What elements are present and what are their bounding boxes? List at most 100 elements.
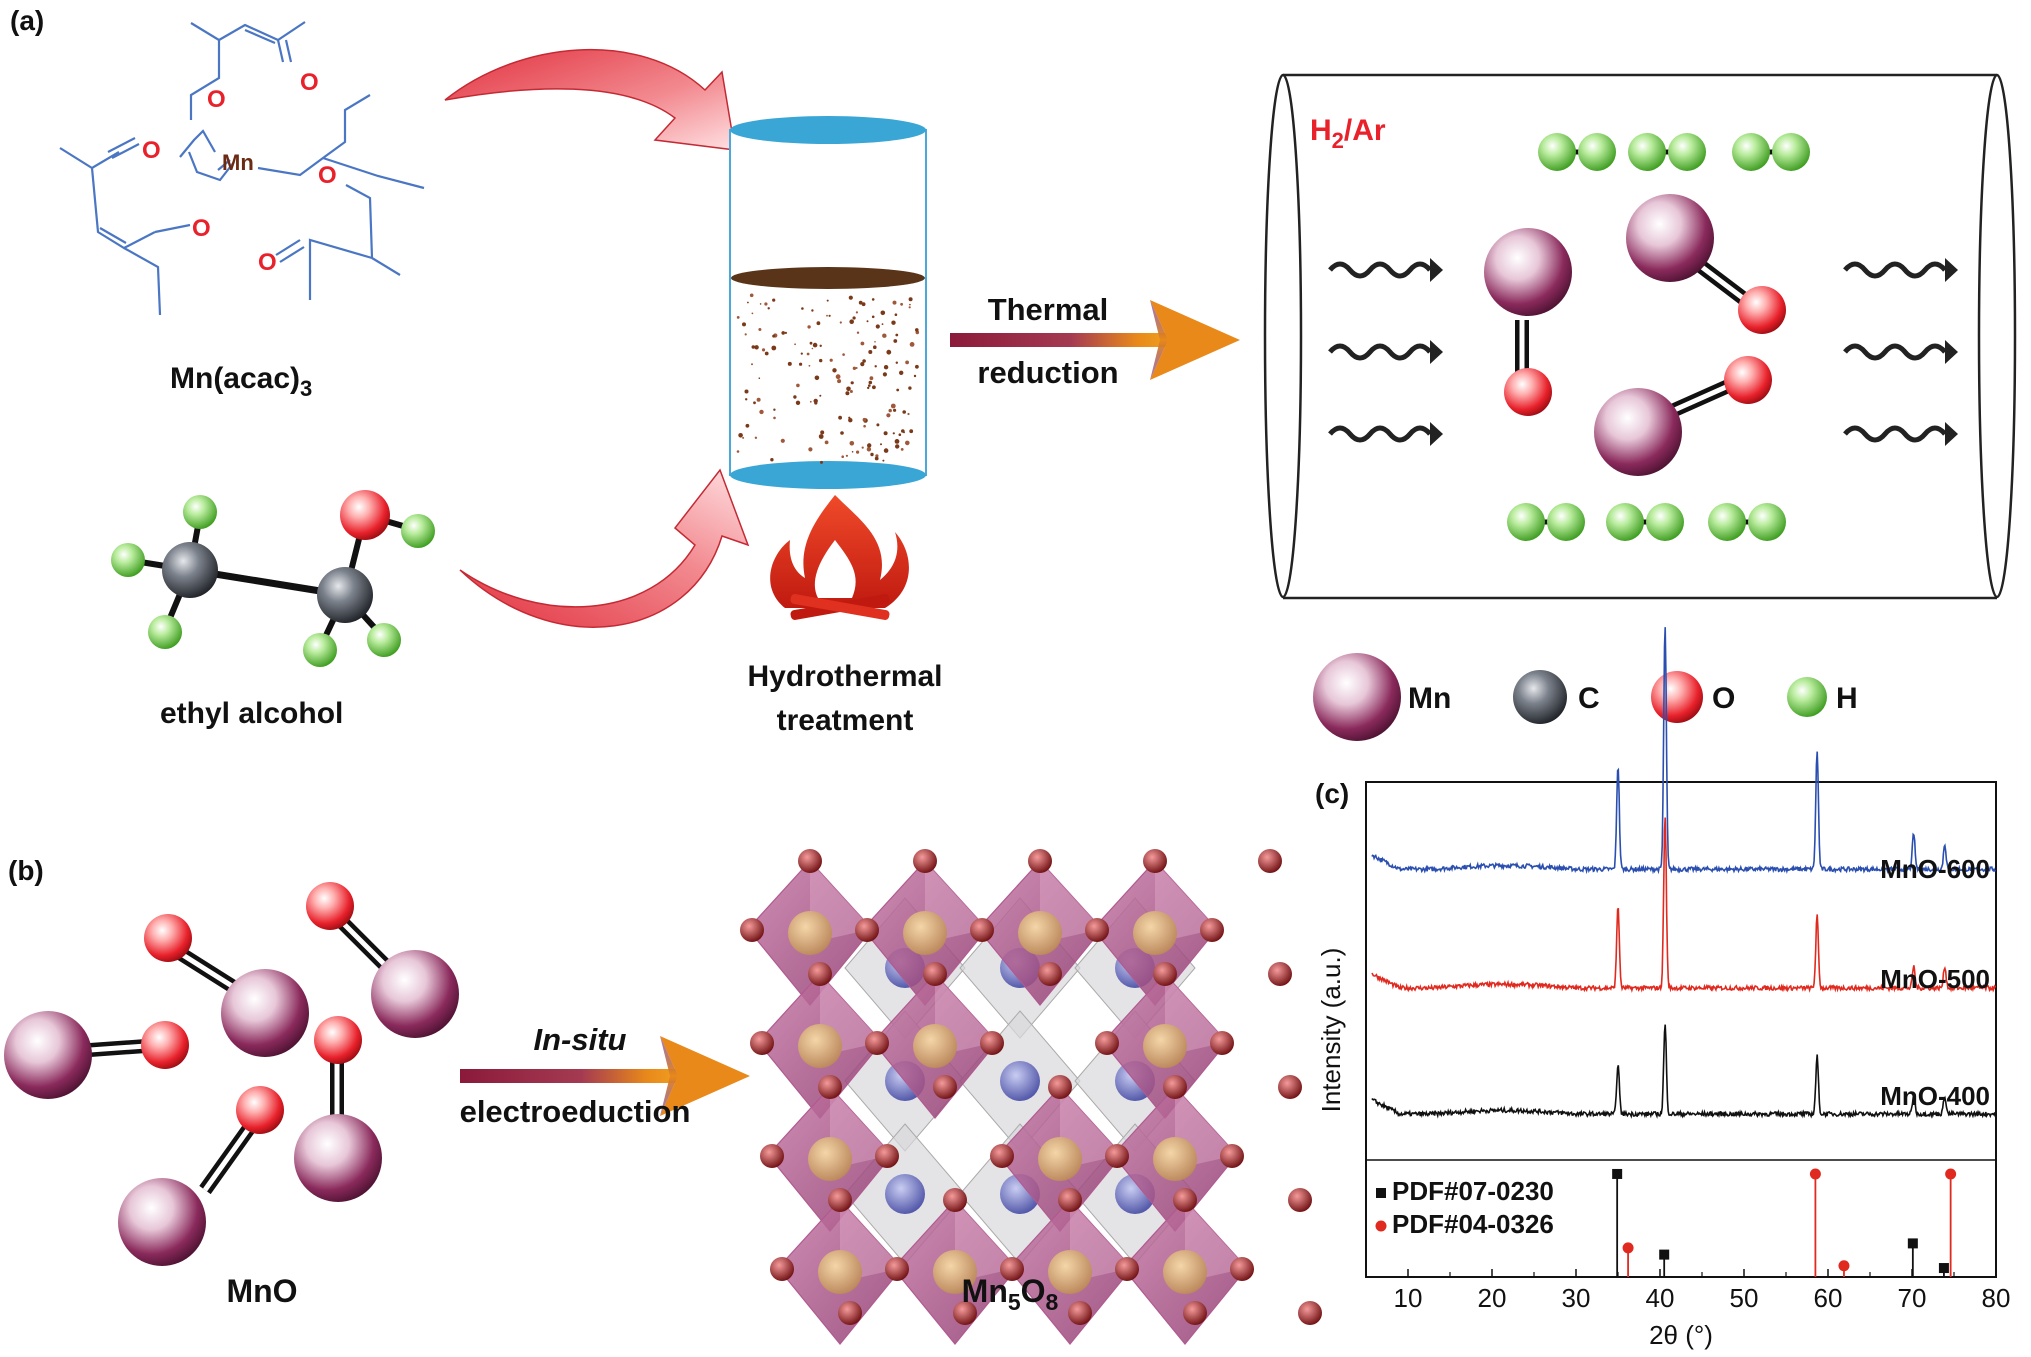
- particle-dot: [874, 341, 876, 343]
- particle-dot: [893, 339, 898, 343]
- mn-center-atom: [1133, 911, 1177, 955]
- particle-dot: [869, 376, 874, 381]
- particle-dot: [855, 367, 858, 369]
- oxygen-atom: [1200, 918, 1224, 942]
- particle-dot: [764, 351, 769, 356]
- mn-center-atom: [808, 1137, 852, 1181]
- oxygen-atom: [855, 918, 879, 942]
- h-legend-icon: [1787, 677, 1827, 717]
- particle-dot: [874, 456, 879, 461]
- particle-dot: [862, 359, 866, 363]
- series-label: MnO-500: [1880, 964, 1990, 994]
- mno-molecule: [1626, 194, 1786, 334]
- particle-dot: [868, 384, 871, 387]
- particle-dot: [745, 398, 748, 401]
- particle-dot: [747, 301, 749, 304]
- oxygen-atom: [770, 1257, 794, 1281]
- particle-dot: [876, 423, 880, 427]
- particle-dot: [846, 386, 851, 392]
- x-tick-label: 30: [1562, 1283, 1591, 1313]
- oxygen-atom: [933, 1075, 957, 1099]
- oxygen-atom: [760, 1144, 784, 1168]
- particle-dot: [861, 302, 866, 307]
- oxygen-atom: [990, 1144, 1014, 1168]
- h2-molecules: [1507, 133, 1810, 541]
- x-tick-label: 50: [1730, 1283, 1759, 1313]
- particle-dot: [848, 416, 851, 419]
- reference-marker: [1907, 1238, 1918, 1249]
- particle-dot: [800, 352, 803, 355]
- particle-dot: [773, 416, 776, 420]
- oxygen-atom: [1258, 849, 1282, 873]
- particle-dot: [860, 362, 865, 367]
- particle-dot: [909, 429, 914, 434]
- particle-dot: [819, 394, 822, 397]
- particle-dot: [811, 309, 814, 312]
- oxygen-atom: [970, 918, 994, 942]
- particle-dot: [808, 364, 811, 367]
- particle-dot: [837, 379, 842, 384]
- reduction-label: reduction: [977, 355, 1118, 390]
- atom-legend: Mn C O H: [1313, 653, 1858, 741]
- mn5o8-crystal-structure: [740, 849, 1322, 1345]
- particle-dot: [767, 307, 770, 310]
- particle-dot: [759, 409, 764, 415]
- oxygen-atom: [1210, 1031, 1234, 1055]
- mn-acac3-label: Mn(acac)3: [170, 362, 312, 401]
- particle-dot: [806, 352, 810, 356]
- particle-dot: [893, 408, 897, 412]
- oxygen-atom: [798, 849, 822, 873]
- thermal-reduction-arrow-icon: [950, 300, 1240, 380]
- particle-dot: [772, 334, 776, 338]
- particle-dot: [812, 342, 818, 348]
- particle-dot: [841, 455, 844, 459]
- oxygen-atom: [1143, 849, 1167, 873]
- particle-dot: [749, 293, 754, 298]
- mno-molecule: [144, 914, 309, 1057]
- particle-dot: [852, 366, 857, 370]
- oxygen-atom: [1268, 962, 1292, 986]
- particle-dot: [820, 430, 825, 435]
- mn-atom-label: Mn: [222, 150, 254, 175]
- particle-dot: [908, 386, 912, 390]
- particle-dot: [842, 353, 845, 356]
- mn-center-atom: [1143, 1024, 1187, 1068]
- legend-label-h: H: [1836, 682, 1858, 715]
- fire-icon: [770, 495, 909, 620]
- oxygen-atom-label: O: [192, 215, 211, 242]
- oxygen-atom: [1068, 1301, 1092, 1325]
- particle-dot: [915, 328, 919, 332]
- reference-legend-label: PDF#07-0230: [1392, 1176, 1554, 1206]
- mn-center-atom: [818, 1250, 862, 1294]
- series-line-mno-400: [1371, 1024, 1997, 1119]
- particle-dot: [742, 322, 746, 327]
- oxygen-atom: [838, 1301, 862, 1325]
- particle-dot: [849, 441, 855, 446]
- particle-dot: [754, 345, 759, 350]
- particle-dot: [838, 415, 842, 420]
- particle-dot: [796, 383, 800, 388]
- particle-dot: [858, 300, 863, 305]
- particle-dot: [754, 436, 758, 439]
- particle-dot: [772, 298, 776, 302]
- oxygen-atom: [1163, 1075, 1187, 1099]
- particle-dot: [886, 349, 892, 355]
- particle-dot: [799, 362, 803, 366]
- particle-dot: [883, 365, 889, 370]
- particle-dot: [890, 403, 896, 409]
- x-tick-label: 60: [1814, 1283, 1843, 1313]
- oxygen-atom: [1173, 1188, 1197, 1212]
- hydrothermal-label: Hydrothermal: [747, 660, 942, 693]
- mn-center-atom: [1048, 1250, 1092, 1294]
- oxygen-atom: [1220, 1144, 1244, 1168]
- panel-label-b: (b): [8, 855, 44, 886]
- series-line-mno-500: [1371, 817, 1997, 993]
- series-label: MnO-400: [1880, 1081, 1990, 1111]
- h2-molecule: [1606, 503, 1684, 541]
- particle-dot: [811, 347, 814, 350]
- particle-dot: [901, 429, 905, 433]
- oxygen-atom: [865, 1031, 889, 1055]
- oxygen-atom: [1230, 1257, 1254, 1281]
